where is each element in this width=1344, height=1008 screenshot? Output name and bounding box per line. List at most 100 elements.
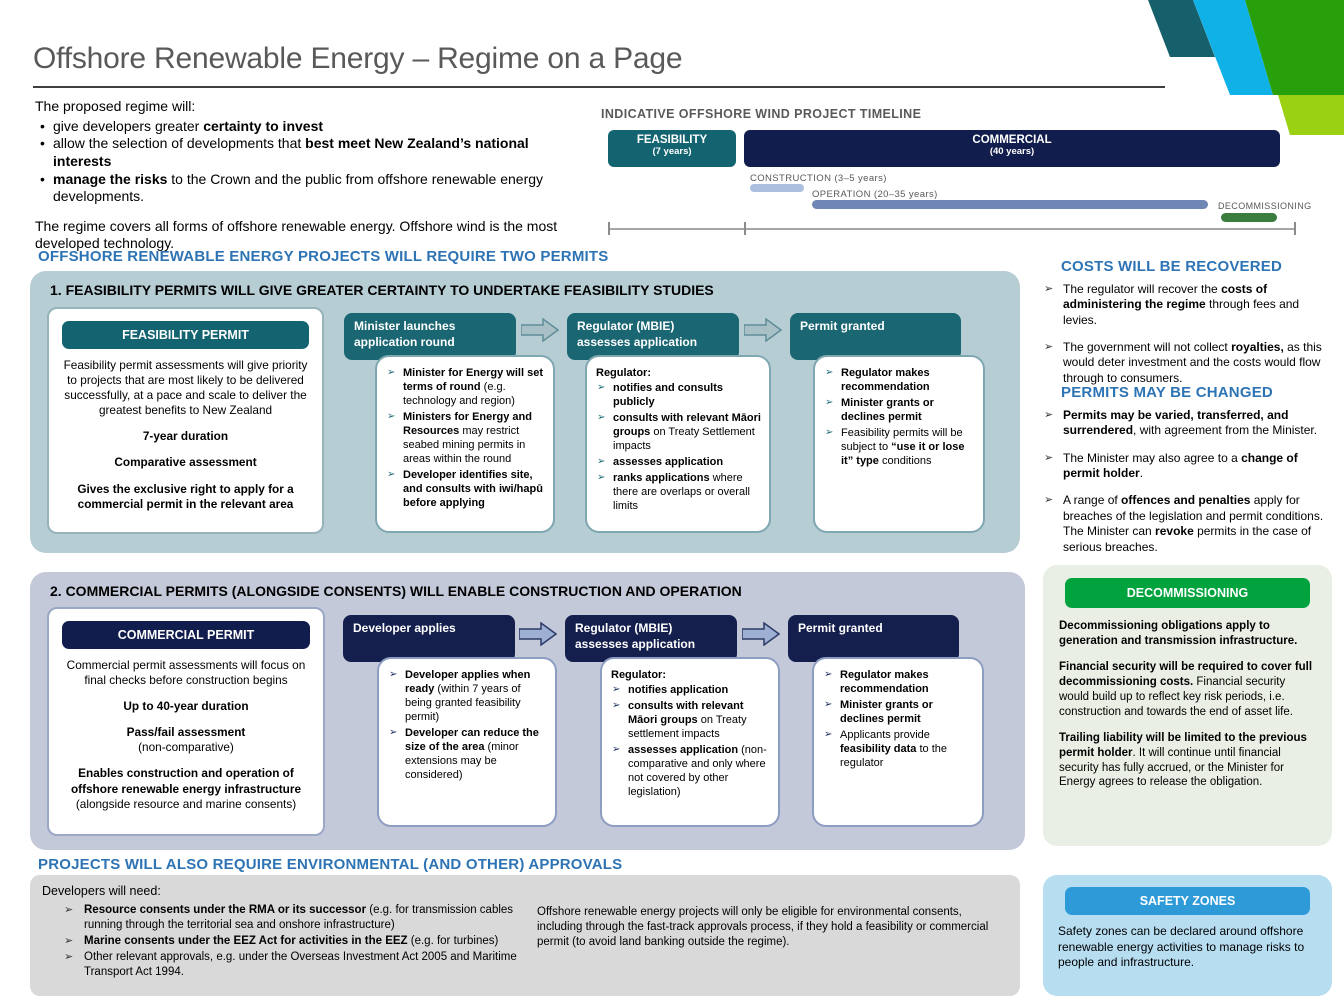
commercial-label: COMMERCIAL (972, 134, 1052, 146)
list-item: Developer can reduce the size of the are… (388, 727, 550, 783)
section1-title: 1. FEASIBILITY PERMITS WILL GIVE GREATER… (50, 282, 714, 298)
step-card-regulator-assesses: Regulator: notifies and consults publicl… (585, 355, 771, 533)
permit-card-text: Comparative assessment (114, 455, 257, 470)
permit-card-text: Gives the exclusive right to apply for a… (77, 481, 294, 511)
list-item: Feasibility permits will be subject to “… (824, 427, 978, 469)
list-item: Developer identifies site, and consults … (386, 469, 548, 511)
list-item: Applicants provide feasibility data to t… (823, 729, 977, 771)
feasibility-permit-card: FEASIBILITY PERMIT Feasibility permit as… (47, 307, 324, 534)
step-card-permit-granted-2: Regulator makes recommendation Minister … (812, 657, 984, 827)
list-item: assesses application (non-comparative an… (611, 744, 773, 800)
list-item: manage the risks to the Crown and the pu… (35, 171, 580, 206)
list-item: Marine consents under the EEZ Act for ac… (64, 934, 542, 949)
logo-lime-shape (1278, 95, 1344, 135)
decommissioning-bar (1221, 213, 1277, 222)
step-card-regulator-assesses-2: Regulator: notifies application consults… (600, 657, 780, 827)
section2-title: 2. COMMERCIAL PERMITS (ALONGSIDE CONSENT… (50, 583, 742, 599)
list-item: consults with relevant Māori groups on T… (596, 412, 764, 454)
step-header-regulator-assesses: Regulator (MBIE) assesses application (567, 313, 739, 360)
flow-arrow-icon (744, 318, 782, 342)
decommissioning-panel: DECOMMISSIONING Decommissioning obligati… (1043, 565, 1332, 846)
timeline-axis (608, 222, 1296, 235)
operation-bar (812, 200, 1208, 209)
list-item: A range of offences and penalties apply … (1044, 493, 1336, 554)
commercial-section-panel: 2. COMMERCIAL PERMITS (ALONGSIDE CONSENT… (30, 572, 1025, 850)
decommissioning-paragraph: Decommissioning obligations apply to gen… (1059, 620, 1298, 647)
environmental-panel: Developers will need: Resource consents … (30, 875, 1020, 996)
logo-green-shape (1245, 0, 1344, 95)
safety-zones-text: Safety zones can be declared around offs… (1058, 924, 1305, 970)
axis-tick (744, 222, 746, 235)
commercial-duration: (40 years) (989, 146, 1035, 157)
construction-bar (750, 184, 804, 192)
environmental-heading: PROJECTS WILL ALSO REQUIRE ENVIRONMENTAL… (38, 856, 623, 873)
list-item: Resource consents under the RMA or its s… (64, 903, 542, 933)
list-item: Other relevant approvals, e.g. under the… (64, 950, 542, 980)
corner-brand-logo (1148, 0, 1344, 135)
developers-lead: Developers will need: (42, 884, 161, 898)
feasibility-duration: (7 years) (652, 146, 692, 157)
axis-tick (608, 222, 610, 235)
list-item: Minister grants or declines permit (823, 699, 977, 727)
two-permits-heading: OFFSHORE RENEWABLE ENERGY PROJECTS WILL … (38, 248, 609, 265)
list-item: Permits may be varied, transferred, and … (1044, 408, 1336, 439)
list-item: Minister grants or declines permit (824, 397, 978, 425)
intro-block: The proposed regime will: give developer… (35, 98, 580, 253)
list-item: Ministers for Energy and Resources may r… (386, 411, 548, 467)
list-item: Developer applies when ready (within 7 y… (388, 669, 550, 725)
page-title: Offshore Renewable Energy – Regime on a … (33, 42, 683, 75)
feasibility-label: FEASIBILITY (636, 134, 708, 146)
intro-closing: The regime covers all forms of offshore … (35, 217, 558, 252)
operation-label: OPERATION (20–35 years) (812, 189, 938, 200)
list-item: allow the selection of developments that… (35, 135, 580, 170)
feasibility-permit-header: FEASIBILITY PERMIT (62, 321, 309, 349)
list-item: give developers greater certainty to inv… (35, 118, 580, 136)
decommissioning-header: DECOMMISSIONING (1065, 578, 1310, 608)
logo-cyan-shape (1193, 0, 1273, 95)
permit-card-text: Commercial permit assessments will focus… (66, 658, 306, 688)
step-header-developer-applies: Developer applies (343, 615, 515, 662)
permit-card-text: Enables construction and operation of of… (70, 766, 302, 811)
feasibility-section-panel: 1. FEASIBILITY PERMITS WILL GIVE GREATER… (30, 271, 1020, 553)
step-header-regulator-assesses-2: Regulator (MBIE) assesses application (565, 615, 737, 662)
decommissioning-paragraph: Trailing liability will be limited to th… (1059, 731, 1307, 789)
step-header-minister-launches: Minister launches application round (344, 313, 516, 360)
list-item: Regulator makes recommendation (823, 669, 977, 697)
safety-zones-panel: SAFETY ZONES Safety zones can be declare… (1043, 875, 1332, 996)
list-item: notifies application (611, 684, 773, 698)
step-card-minister-launches: Minister for Energy will set terms of ro… (375, 355, 555, 533)
regulator-lead: Regulator: (611, 669, 666, 681)
costs-heading: COSTS WILL BE RECOVERED (1061, 258, 1283, 275)
intro-list: give developers greater certainty to inv… (35, 118, 580, 206)
step-card-permit-granted: Regulator makes recommendation Minister … (813, 355, 985, 533)
list-item: The regulator will recover the costs of … (1044, 282, 1336, 328)
permits-changed-block: PERMITS MAY BE CHANGED Permits may be va… (1044, 384, 1336, 567)
environmental-note: Offshore renewable energy projects will … (537, 906, 989, 949)
list-item: Minister for Energy will set terms of ro… (386, 367, 548, 409)
flow-arrow-icon (521, 318, 559, 342)
permit-card-text: Pass/fail assessment (non-comparative) (126, 725, 246, 755)
decommissioning-paragraph: Financial security will be required to c… (1059, 660, 1313, 718)
commercial-permit-card: COMMERCIAL PERMIT Commercial permit asse… (47, 607, 325, 836)
list-item: ranks applications where there are overl… (596, 472, 764, 514)
step-header-permit-granted: Permit granted (790, 313, 961, 360)
title-rule (33, 86, 1165, 88)
step-header-permit-granted-2: Permit granted (788, 615, 959, 662)
list-item: Regulator makes recommendation (824, 367, 978, 395)
list-item: The government will not collect royaltie… (1044, 340, 1336, 386)
permit-card-text: Up to 40-year duration (123, 699, 249, 714)
permit-card-text: 7-year duration (142, 429, 229, 444)
axis-tick (1294, 222, 1296, 235)
list-item: consults with relevant Māori groups on T… (611, 700, 773, 742)
step-card-developer-applies: Developer applies when ready (within 7 y… (377, 657, 557, 827)
safety-zones-header: SAFETY ZONES (1065, 887, 1310, 915)
flow-arrow-icon (519, 622, 557, 646)
commercial-permit-header: COMMERCIAL PERMIT (62, 621, 310, 649)
timeline-commercial-box: COMMERCIAL (40 years) (744, 130, 1280, 167)
construction-label: CONSTRUCTION (3–5 years) (750, 173, 887, 184)
permit-card-text: Feasibility permit assessments will give… (63, 358, 308, 418)
decommissioning-label: DECOMMISSIONING (1218, 201, 1312, 211)
regulator-lead: Regulator: (596, 367, 651, 379)
flow-arrow-icon (742, 622, 780, 646)
list-item: assesses application (596, 456, 764, 470)
